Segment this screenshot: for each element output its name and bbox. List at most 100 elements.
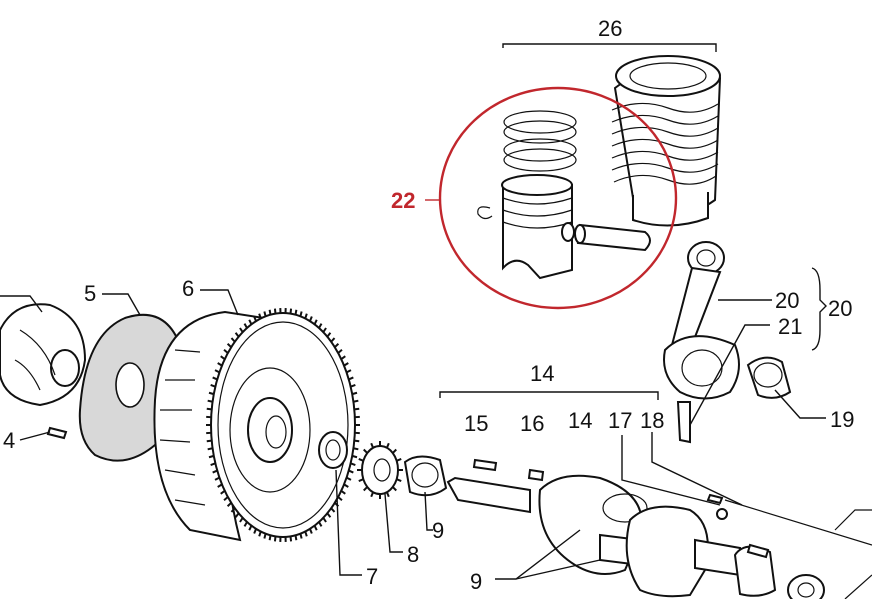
gear-tooth — [208, 454, 215, 459]
label-6: 6 — [182, 276, 194, 301]
gear-tooth — [294, 535, 298, 541]
gear-tooth — [326, 332, 332, 338]
cylinder-part — [611, 55, 722, 227]
gear-tooth — [334, 343, 340, 348]
gear-tooth — [309, 528, 313, 534]
gear-tooth — [351, 391, 358, 396]
label-20-assembly: 20 — [828, 296, 852, 321]
gear-tooth — [214, 476, 220, 481]
label-18: 18 — [640, 408, 664, 433]
label-17: 17 — [608, 408, 632, 433]
gear-tooth — [299, 311, 303, 317]
gear-tooth — [348, 376, 354, 381]
label-14-group: 14 — [530, 361, 554, 386]
label-19: 19 — [830, 407, 854, 432]
piston-group-highlight — [438, 86, 678, 310]
gear-tooth — [318, 521, 323, 527]
leader-lines — [0, 43, 827, 580]
gear-tooth — [223, 349, 229, 354]
gear-tooth — [330, 507, 336, 513]
gear-tooth — [354, 439, 360, 443]
label-14-part: 14 — [568, 408, 592, 433]
gear-tooth — [226, 502, 232, 507]
gear-tooth — [263, 533, 267, 539]
oil-seal-part — [318, 431, 348, 469]
gear-tooth — [230, 507, 236, 513]
gear-tooth — [206, 407, 212, 411]
gear-tooth — [313, 319, 318, 325]
oil-plug-part — [706, 493, 728, 520]
label-9-upper: 9 — [432, 518, 444, 543]
gear-tooth — [346, 369, 352, 374]
gear-tooth — [304, 313, 308, 319]
gear-tooth — [346, 476, 352, 481]
label-26: 26 — [598, 16, 622, 41]
gear-tooth — [207, 447, 213, 451]
gear-tooth — [230, 337, 236, 343]
gear-tooth — [234, 512, 240, 518]
gear-tooth — [239, 517, 244, 523]
gear-tooth — [289, 536, 293, 542]
gear-tooth — [212, 376, 218, 381]
label-7: 7 — [366, 564, 378, 589]
gear-tooth — [243, 323, 248, 329]
gear-tooth — [337, 349, 343, 354]
gear-tooth — [322, 517, 327, 523]
label-16: 16 — [520, 411, 544, 436]
gear-tooth — [210, 384, 216, 388]
gear-tooth — [258, 313, 262, 319]
gear-tooth — [248, 319, 253, 325]
gear-tooth — [239, 327, 244, 333]
pin-part — [46, 426, 68, 440]
gear-tooth — [223, 496, 229, 501]
piston-pin-part — [574, 223, 651, 252]
gear-tooth — [343, 483, 349, 488]
key-part-15 — [472, 458, 498, 472]
gear-tooth — [268, 309, 272, 315]
gear-tooth — [343, 362, 349, 367]
gear-tooth — [294, 309, 298, 315]
connecting-rod-part — [663, 241, 740, 444]
gear-tooth — [248, 525, 253, 531]
label-9-lower: 9 — [470, 569, 482, 594]
gear-tooth — [226, 343, 232, 348]
label-22: 22 — [391, 188, 415, 213]
key-part-16 — [527, 468, 545, 482]
piston-part — [501, 174, 575, 280]
gear-tooth — [253, 528, 257, 534]
gear-tooth — [330, 337, 336, 343]
gear-tooth — [263, 311, 267, 317]
label-4: 4 — [3, 428, 15, 453]
gear-tooth — [340, 490, 346, 495]
gear-tooth — [208, 391, 215, 396]
gear-tooth — [258, 531, 262, 537]
gear-tooth — [350, 384, 356, 388]
gear-tooth — [350, 462, 356, 466]
gear-tooth — [273, 536, 277, 542]
gear-tooth — [309, 316, 313, 322]
label-5: 5 — [84, 281, 96, 306]
circlip-part — [477, 206, 493, 220]
timing-gear-part — [357, 441, 403, 499]
oil-pipe-part — [724, 499, 872, 599]
bushing-part — [403, 455, 448, 497]
gear-tooth — [351, 454, 358, 459]
gear-tooth — [206, 439, 212, 443]
label-21: 21 — [778, 314, 802, 339]
gear-tooth — [348, 469, 354, 474]
timing-cover-part — [0, 303, 87, 407]
crankshaft-part — [446, 474, 825, 599]
gear-tooth — [299, 533, 303, 539]
gear-tooth — [210, 462, 216, 466]
bearing-shell-part — [746, 356, 792, 399]
gear-tooth — [253, 316, 257, 322]
gear-tooth — [273, 308, 277, 314]
gear-tooth — [353, 447, 359, 451]
gear-tooth — [217, 362, 223, 367]
piston-rings-part — [503, 110, 577, 172]
gear-tooth — [289, 308, 293, 314]
gear-tooth — [353, 399, 359, 403]
gear-tooth — [322, 327, 327, 333]
gear-tooth — [212, 469, 218, 474]
